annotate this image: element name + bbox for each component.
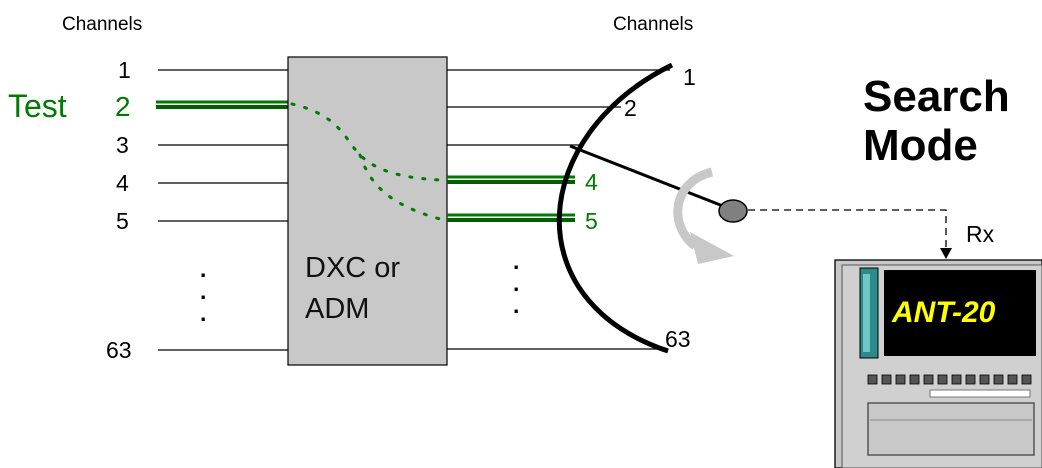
test-input-line [156,100,288,109]
mode-title-line-2: Mode [863,121,978,170]
right-channel-5: 5 [585,208,598,234]
cross-connect-paths [290,102,442,221]
box-label-line-1: DXC or [305,252,401,284]
instrument-buttons [867,374,1032,385]
left-channel-2: 2 [115,91,131,122]
right-channel-lines [447,69,670,350]
right-channel-4: 4 [585,169,598,195]
right-channel-63: 63 [665,326,691,352]
left-channel-lines [158,69,288,351]
instrument-label: ANT-20 [892,296,996,329]
left-channels-header: Channels [62,14,143,35]
instrument-drawer [867,402,1035,456]
right-ellipsis: ... [513,248,520,318]
left-channel-1: 1 [118,57,131,83]
right-channel-1: 1 [683,64,696,90]
left-channel-5: 5 [116,208,129,234]
dxc-adm-box [287,56,448,366]
highlighted-outputs [447,175,575,222]
left-ellipsis: ... [200,256,207,326]
box-label-line-2: ADM [305,293,370,325]
left-channel-63: 63 [106,337,132,363]
left-channel-4: 4 [116,170,129,196]
right-channel-2: 2 [624,95,637,121]
selector-arc [556,62,674,354]
left-channel-3: 3 [116,132,129,158]
instrument-screen [884,270,1036,356]
rx-arrow-icon [940,248,952,259]
right-channels-header: Channels [613,14,694,35]
mode-title-line-1: Search [863,72,1010,121]
rx-dashed-line [748,209,947,252]
test-label: Test [8,88,67,124]
ant20-instrument [834,259,1042,468]
rx-label: Rx [966,221,995,247]
probe-knob [718,199,748,223]
rotation-arrow-icon [673,167,734,264]
selector-arm [569,144,729,210]
